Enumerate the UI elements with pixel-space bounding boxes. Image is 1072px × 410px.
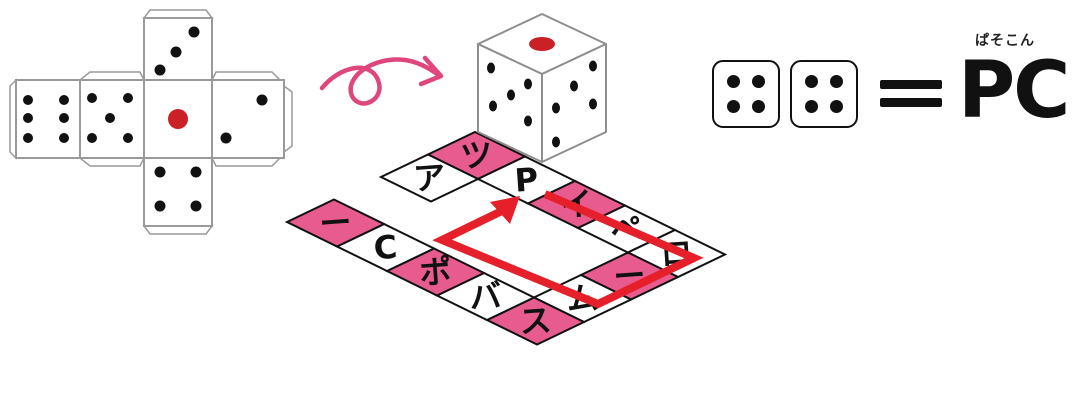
isometric-die [478,14,606,162]
pip [87,93,97,103]
board-cell-label: P [513,160,539,200]
pip [552,137,560,148]
net-tab-upper-left [80,72,144,80]
equation-die-left [712,60,780,128]
pip [727,75,740,88]
pip [189,27,200,38]
pip [59,133,69,143]
dice-net [10,10,292,234]
pip [805,100,818,113]
pip [830,100,843,113]
pip [123,93,133,103]
pip [805,75,818,88]
movement-arrow-head [490,196,520,224]
equation-die-right [790,60,858,128]
net-face-right-2 [212,80,284,158]
pip [23,95,33,105]
board-cell-label: C [372,228,398,268]
pip [524,116,532,127]
pip [589,61,597,72]
pip [23,133,33,143]
board-cell-label: ス [518,301,553,341]
fold-arrow [322,58,441,103]
pip [524,79,532,90]
net-tab-top [144,10,212,18]
pip [155,65,166,76]
board-cell-label: ポ [418,252,453,292]
pip [23,113,33,123]
pip [752,75,765,88]
board-cell-label: ア [412,158,447,198]
pip [507,90,515,101]
net-tab-right [284,86,292,152]
pip [727,100,740,113]
pip [570,81,578,92]
pip [257,95,268,106]
pip [221,133,232,144]
pip [87,133,97,143]
pip [191,167,202,178]
pip [191,201,202,212]
pip [552,103,560,114]
net-tab-upper-right [212,72,280,80]
board-cell-label: バ [468,276,503,316]
net-tab-lower-left [80,158,144,166]
pip [59,113,69,123]
pip [155,167,166,178]
pip [589,99,597,110]
pip [105,113,115,123]
pip [171,47,182,58]
equals-sign [880,72,942,112]
pip [830,75,843,88]
result-text: PC [958,48,1068,134]
net-tab-bottom [144,226,212,234]
pip-red [168,109,188,129]
net-face-bottom-4 [144,158,212,226]
pip [752,100,765,113]
die-top-pip [529,37,555,51]
pip [155,201,166,212]
board-cell-label: ツ [459,135,494,175]
net-tab-lower-right [212,158,280,166]
pip [489,101,497,112]
pip [487,63,495,74]
pip [59,95,69,105]
board-cell-label: ー [318,203,353,243]
pip [123,133,133,143]
